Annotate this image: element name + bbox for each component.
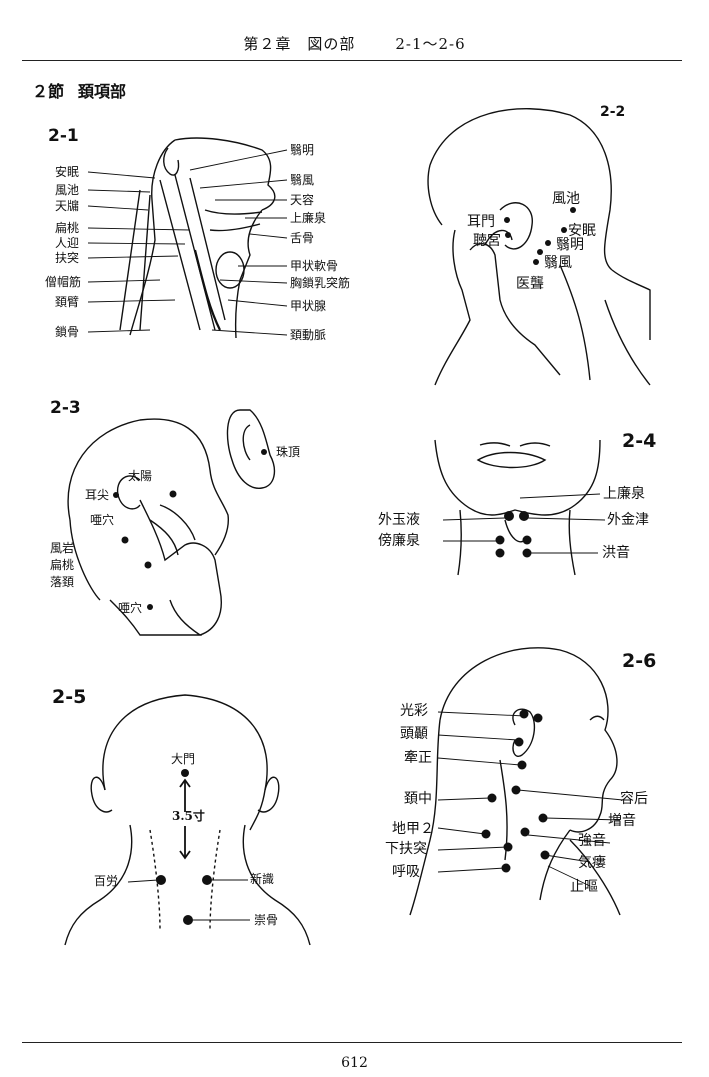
label-2-3-rakukei: 落頚 bbox=[50, 575, 75, 589]
label-2-6-keichuu: 頚中 bbox=[404, 791, 432, 807]
label-2-2-jimon: 耳門 bbox=[467, 214, 495, 230]
label-2-3-taiyou: 太陽 bbox=[128, 469, 153, 483]
figure-2-4-chin-neck bbox=[434, 439, 601, 576]
label-hentou: 扁桃 bbox=[55, 221, 80, 235]
figure-2-2-id: 2-2 bbox=[600, 104, 626, 120]
label-2-2-anmin: 安眠 bbox=[568, 223, 596, 239]
label-2-4-gaigyokueki: 外玉液 bbox=[378, 512, 420, 528]
figure-2-6-head-side bbox=[409, 647, 621, 916]
label-2-6-kensei: 牽正 bbox=[404, 750, 432, 766]
label-2-6-chikou2: 地甲２ bbox=[392, 821, 434, 837]
label-2-6-toushou: 頭顳 bbox=[400, 726, 428, 742]
running-header: 第２章 図の部 2-1〜2-6 bbox=[0, 33, 709, 54]
label-2-6-yougo: 容后 bbox=[620, 791, 648, 807]
figure-2-5-id: 2-5 bbox=[52, 686, 87, 708]
label-2-4-jourensen: 上廉泉 bbox=[603, 486, 645, 502]
label-fuuchi: 風池 bbox=[55, 183, 80, 197]
label-anmin: 安眠 bbox=[55, 165, 80, 179]
label-scm: 胸鎖乳突筋 bbox=[290, 276, 351, 290]
label-2-5-distance: 3.5寸 bbox=[172, 809, 205, 823]
label-2-2-irou: 医聾 bbox=[516, 276, 544, 292]
label-2-2-fuuchi: 風池 bbox=[552, 191, 580, 207]
label-2-2-choukyuu: 聴宮 bbox=[473, 233, 501, 249]
label-trapezius: 僧帽筋 bbox=[45, 275, 82, 289]
label-tenyou-right: 天容 bbox=[290, 193, 315, 207]
label-2-4-gaikinshin: 外金津 bbox=[607, 512, 649, 528]
label-2-6-kyouon: 強音 bbox=[578, 833, 606, 849]
label-thyroid-gland: 甲状腺 bbox=[290, 299, 327, 313]
section-heading: ２節頚項部 bbox=[32, 78, 126, 102]
label-thyroid-cartilage: 甲状軟骨 bbox=[290, 259, 339, 273]
figure-2-1-neck-anatomy bbox=[119, 137, 276, 339]
label-2-6-kokyuu: 呼吸 bbox=[392, 864, 420, 880]
label-2-6-shiou: 止嘔 bbox=[570, 879, 598, 895]
label-2-4-bourensen: 傍廉泉 bbox=[378, 533, 420, 549]
label-hyoid: 舌骨 bbox=[290, 231, 315, 245]
figure-2-1-leaders bbox=[87, 149, 288, 336]
figure-2-3-head-hand bbox=[67, 409, 276, 636]
page-number: 612 bbox=[341, 1055, 368, 1071]
figure-2-2-head-hand bbox=[427, 108, 651, 386]
label-2-6-kousai: 光彩 bbox=[400, 703, 428, 719]
label-2-6-zouon: 増音 bbox=[608, 813, 636, 829]
label-eifuu: 翳風 bbox=[290, 173, 315, 187]
label-2-5-shinshiki: 新識 bbox=[250, 872, 275, 886]
label-jingei: 人迎 bbox=[55, 236, 80, 250]
label-carotid: 頚動脈 bbox=[290, 328, 327, 342]
label-keihi: 頚臂 bbox=[55, 295, 80, 309]
acupoint-dots bbox=[113, 207, 576, 925]
label-2-5-hyakurou: 百労 bbox=[94, 874, 119, 888]
figure-2-4-leaders bbox=[442, 493, 606, 554]
figure-2-6-leaders bbox=[437, 711, 624, 887]
label-2-6-kirou: 気瘻 bbox=[578, 855, 606, 871]
figure-2-1-id: 2-1 bbox=[48, 126, 79, 146]
figure-2-6-id: 2-6 bbox=[622, 650, 657, 672]
label-2-5-daimon: 大門 bbox=[171, 752, 196, 766]
label-2-2-eifuu: 翳風 bbox=[544, 255, 572, 271]
figure-2-3-id: 2-3 bbox=[50, 398, 81, 418]
chapter-title: 第２章 図の部 bbox=[243, 35, 356, 53]
header-rule bbox=[22, 60, 682, 61]
label-2-2-eimei: 翳明 bbox=[556, 237, 584, 253]
label-2-3-fuugan: 風岩 bbox=[50, 541, 75, 555]
label-2-4-kouon: 洪音 bbox=[602, 545, 630, 561]
label-2-3-shuchou: 珠頂 bbox=[276, 445, 301, 459]
figure-2-4-id: 2-4 bbox=[622, 430, 657, 452]
figure-2-5-leaders bbox=[127, 879, 250, 921]
label-eimei: 翳明 bbox=[290, 143, 315, 157]
label-tenyou: 天牖 bbox=[55, 199, 80, 213]
label-clavicle: 鎖骨 bbox=[55, 325, 80, 339]
label-futotsu: 扶突 bbox=[55, 251, 80, 265]
label-2-6-kafutotsu: 下扶突 bbox=[385, 841, 427, 857]
label-2-3-aketsu-lower: 唖穴 bbox=[118, 601, 143, 615]
figure-range: 2-1〜2-6 bbox=[395, 35, 466, 53]
label-2-3-hentou: 扁桃 bbox=[50, 558, 75, 572]
section-number: ２節 bbox=[32, 82, 65, 101]
section-title: 頚項部 bbox=[78, 82, 127, 101]
label-2-3-aketsu-upper: 唖穴 bbox=[90, 513, 115, 527]
label-2-3-jisen: 耳尖 bbox=[85, 488, 110, 502]
label-2-5-suukotsu: 崇骨 bbox=[254, 913, 279, 927]
label-jourensen: 上廉泉 bbox=[290, 211, 327, 225]
footer-rule bbox=[22, 1042, 682, 1043]
